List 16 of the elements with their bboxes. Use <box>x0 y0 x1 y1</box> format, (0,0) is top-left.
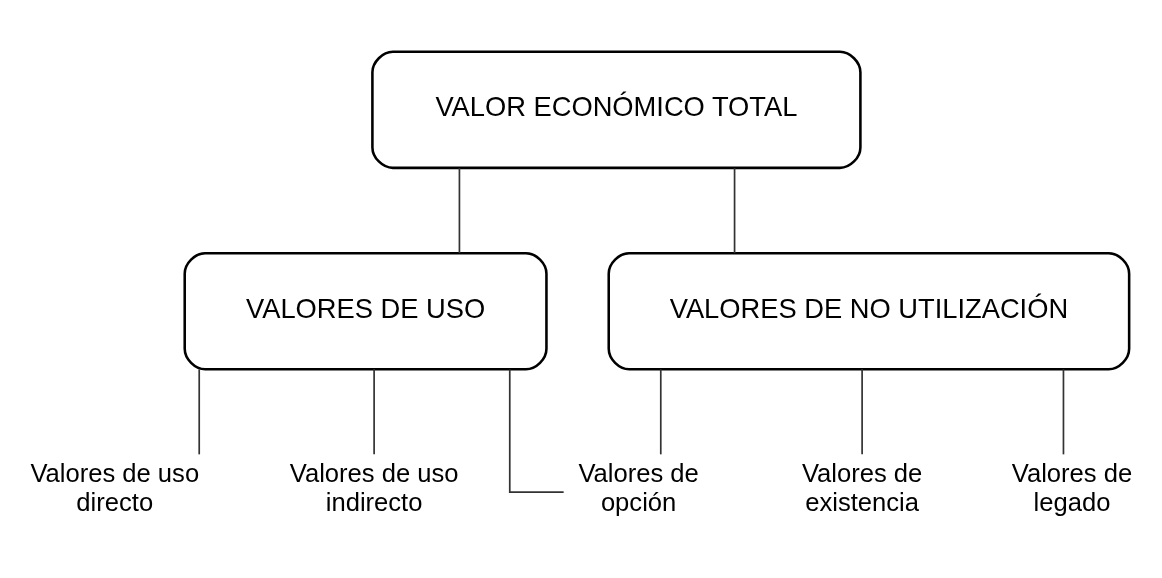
connector <box>733 167 736 254</box>
node-text: Valores de uso indirecto <box>289 458 459 516</box>
connector <box>861 368 863 456</box>
node-text: Valores de uso directo <box>30 458 200 516</box>
connector <box>508 368 565 493</box>
connector <box>659 368 662 456</box>
node-text: Valores de existencia <box>801 458 923 516</box>
connector <box>198 368 201 456</box>
node-text: Valores de legado <box>1011 458 1133 516</box>
node-box: VALOR ECONÓMICO TOTAL <box>371 50 862 170</box>
connector <box>1062 368 1065 456</box>
connector <box>373 368 375 456</box>
node-box: VALORES DE NO UTILIZACIÓN <box>607 251 1131 371</box>
connector <box>458 167 461 254</box>
node-box: VALORES DE USO <box>183 251 548 371</box>
node-text: Valores de opción <box>578 458 699 516</box>
